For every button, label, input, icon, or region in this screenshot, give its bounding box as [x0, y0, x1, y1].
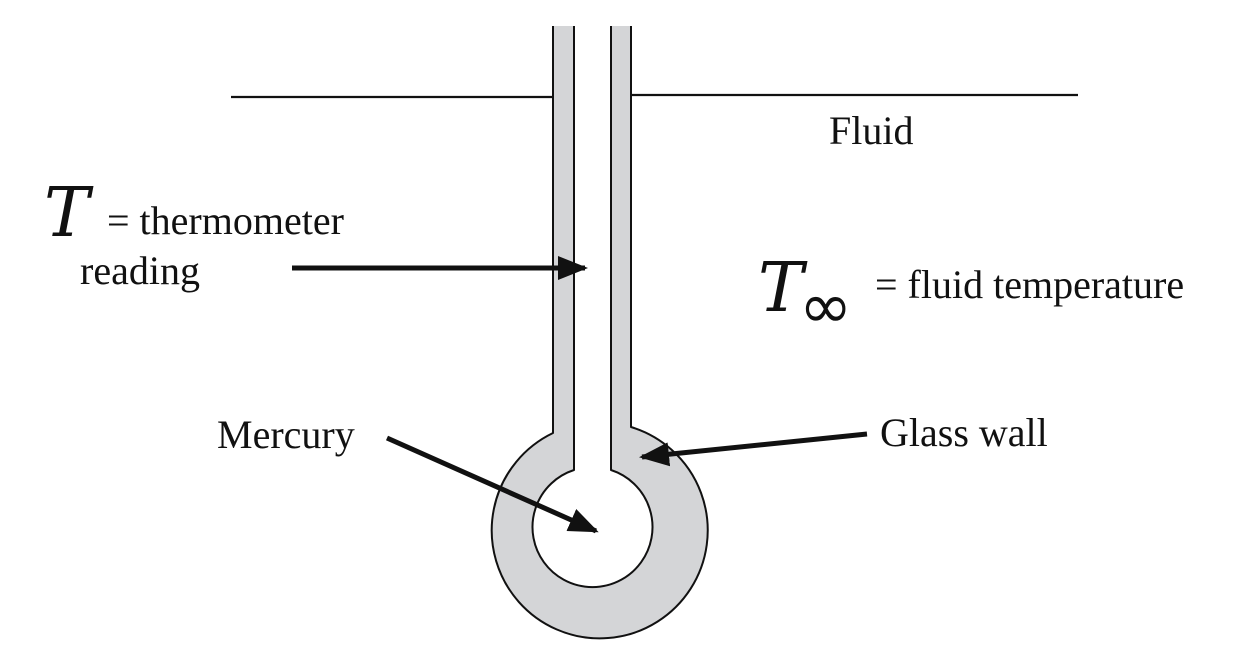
tube-top-opening — [550, 20, 635, 26]
fluid-temperature-text: = fluid temperature — [875, 262, 1184, 307]
glass-wall-arrow — [639, 431, 868, 467]
mercury-bore-interior — [531, 24, 654, 588]
mercury-label: Mercury — [217, 412, 355, 457]
fluid-temperature-subscript: ∞ — [799, 270, 852, 344]
thermometer-reading-text-line1: = thermometer — [107, 198, 344, 243]
fluid-temperature-symbol: T — [758, 249, 808, 328]
mercury-arrow — [385, 435, 599, 534]
glass-wall-label: Glass wall — [880, 410, 1048, 455]
thermometer-reading-text-line2: reading — [80, 248, 200, 293]
glass-wall-shape — [490, 24, 709, 640]
fluid-label: Fluid — [829, 108, 913, 153]
thermometer-reading-symbol: T — [44, 174, 94, 253]
